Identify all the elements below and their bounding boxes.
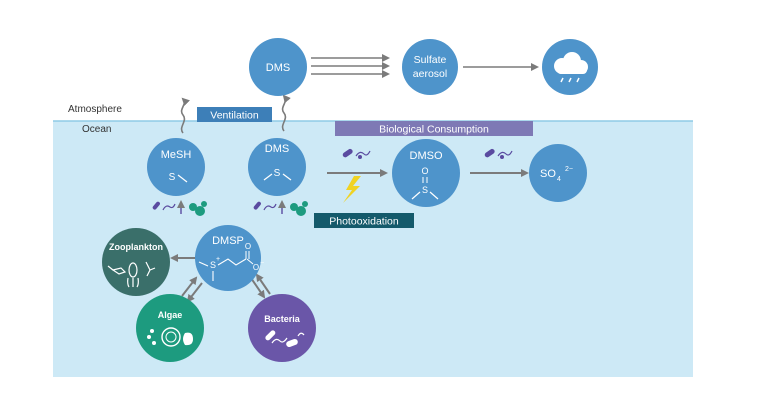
node-dmso: DMSO O S [392, 139, 460, 207]
svg-text:Biological Consumption: Biological Consumption [379, 124, 489, 136]
cloud-rain-icon [554, 52, 588, 83]
ventilation-arrow-mesh [180, 97, 191, 134]
svg-text:DMSO: DMSO [410, 150, 443, 162]
node-mesh: MeSH S [147, 138, 205, 196]
photooxidation-badge: Photooxidation [314, 213, 414, 228]
svg-text:S: S [422, 185, 428, 195]
svg-text:Ventilation: Ventilation [210, 110, 259, 122]
algae-icon [189, 203, 197, 211]
svg-text:aerosol: aerosol [413, 68, 447, 80]
bacteria-icon [253, 201, 261, 210]
svg-text:Bacteria: Bacteria [264, 314, 301, 324]
bacteria-icon [342, 148, 371, 159]
dms-to-sulfate-arrows [311, 54, 390, 78]
node-sulfate-aerosol: Sulfate aerosol [402, 39, 458, 95]
node-sulfate-ion: SO 4 2− [529, 144, 587, 202]
svg-text:Zooplankton: Zooplankton [109, 242, 163, 252]
dmsp-bacteria-arrows [250, 273, 271, 299]
bacteria-icon [265, 330, 305, 348]
node-zooplankton: Zooplankton [102, 228, 170, 296]
svg-text:S: S [169, 172, 176, 183]
node-dms-atmosphere: DMS [249, 38, 307, 96]
ventilation-badge: Ventilation [197, 107, 272, 122]
svg-text:S: S [274, 168, 281, 179]
biological-consumption-badge: Biological Consumption [335, 121, 533, 136]
svg-text:Photooxidation: Photooxidation [329, 216, 399, 228]
mesh-production-icons [152, 200, 207, 216]
dms-production-icons [253, 200, 308, 216]
svg-text:+: + [216, 256, 220, 263]
bacteria-icon [162, 203, 176, 211]
node-dmsp: DMSP S + O O − [195, 225, 264, 291]
bacteria-icon [263, 203, 277, 211]
svg-text:−: − [260, 260, 264, 267]
svg-text:Sulfate: Sulfate [414, 54, 447, 66]
zooplankton-icon [107, 261, 156, 288]
svg-text:O: O [245, 242, 251, 251]
node-dms-ocean: DMS S [248, 138, 306, 196]
svg-text:MeSH: MeSH [161, 149, 192, 161]
svg-text:SO: SO [540, 168, 556, 180]
algae-icon [290, 203, 298, 211]
atmosphere-label: Atmosphere [68, 104, 122, 115]
svg-text:DMS: DMS [266, 62, 290, 74]
node-cloud [542, 39, 598, 95]
svg-text:S: S [210, 260, 216, 270]
ocean-label: Ocean [82, 124, 111, 135]
algae-icon [195, 206, 205, 216]
svg-text:2−: 2− [565, 166, 573, 173]
ventilation-arrow-dms [281, 94, 291, 132]
svg-text:Algae: Algae [158, 310, 183, 320]
lightning-icon [343, 176, 361, 203]
svg-text:O: O [421, 166, 428, 176]
bacteria-icon [152, 201, 160, 210]
node-bacteria: Bacteria [248, 294, 316, 362]
algae-icon [147, 327, 193, 347]
bacteria-icon [484, 148, 513, 159]
algae-icon [296, 206, 306, 216]
svg-text:DMS: DMS [265, 143, 289, 155]
node-algae: Algae [136, 294, 204, 362]
dmsp-algae-arrows [181, 276, 203, 303]
svg-text:O: O [253, 263, 259, 272]
svg-text:4: 4 [557, 176, 561, 183]
svg-text:DMSP: DMSP [212, 235, 244, 247]
